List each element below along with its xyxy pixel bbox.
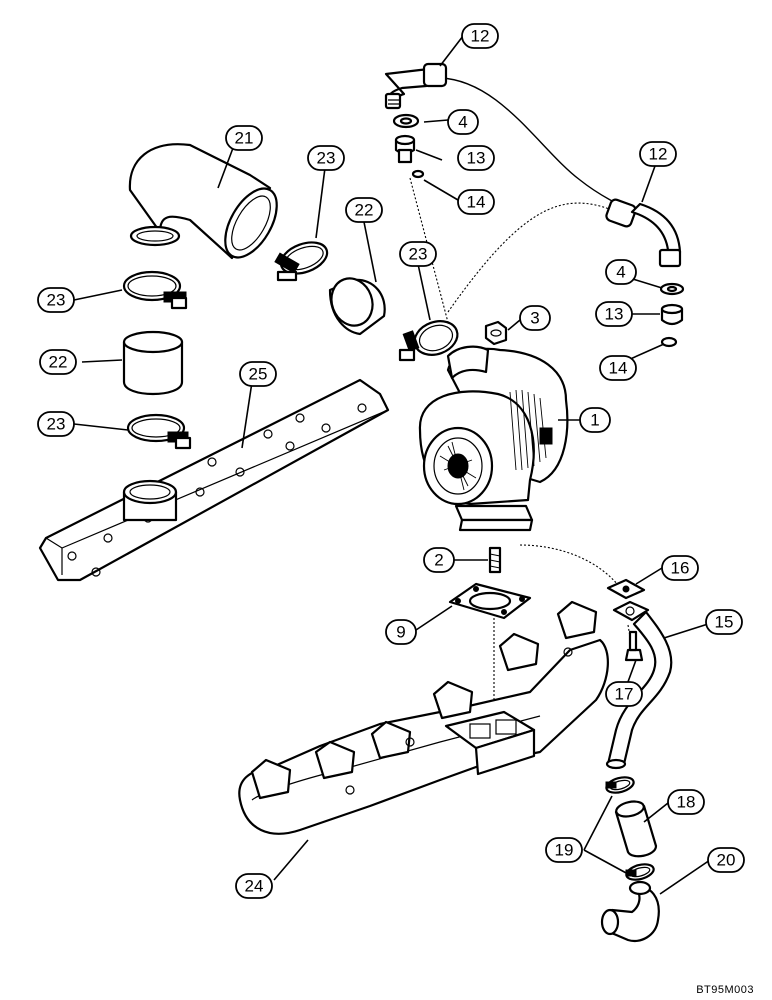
callout-18: 18 [667, 789, 705, 815]
assembly-center-lines [409, 177, 633, 712]
svg-text:3: 3 [530, 309, 539, 328]
hose-clamp-upper [274, 241, 329, 282]
svg-text:16: 16 [671, 559, 690, 578]
drain-hose-part [614, 800, 658, 858]
callout-23-upper: 23 [307, 145, 345, 171]
bolt-part [624, 630, 644, 662]
callout-23-left-top: 23 [37, 287, 75, 313]
svg-text:4: 4 [616, 263, 625, 282]
callout-14-upper: 14 [457, 189, 495, 215]
hose-clamp-left-top [122, 270, 188, 310]
callout-4-upper: 4 [447, 109, 479, 135]
svg-text:20: 20 [717, 851, 736, 870]
callout-19: 19 [545, 837, 583, 863]
svg-text:24: 24 [245, 877, 264, 896]
svg-text:19: 19 [555, 841, 574, 860]
svg-text:14: 14 [467, 193, 486, 212]
callout-13-upper: 13 [457, 145, 495, 171]
svg-text:22: 22 [355, 201, 374, 220]
callout-4-lower: 4 [605, 259, 637, 285]
rubber-hose-upper [328, 277, 386, 336]
callout-20: 20 [707, 847, 745, 873]
svg-text:14: 14 [609, 359, 628, 378]
upper-fitting-set [392, 113, 425, 179]
exhaust-manifold-part [238, 600, 609, 835]
callout-23-left-bottom: 23 [37, 411, 75, 437]
hose-clamp-left-bottom [126, 413, 192, 450]
drain-elbow-part [600, 880, 660, 943]
svg-text:13: 13 [467, 149, 486, 168]
svg-text:23: 23 [409, 245, 428, 264]
cover-bolt-holes [67, 403, 367, 577]
figure-code-label: BT95M003 [696, 984, 754, 996]
callout-16: 16 [661, 555, 699, 581]
svg-text:12: 12 [471, 27, 490, 46]
drain-tube-part [605, 610, 673, 770]
svg-text:22: 22 [49, 353, 68, 372]
hose-clamp-inlet [398, 320, 459, 362]
callout-22-left: 22 [39, 349, 77, 375]
svg-text:18: 18 [677, 793, 696, 812]
svg-text:2: 2 [434, 551, 443, 570]
rubber-hose-left [122, 330, 184, 396]
oil-supply-line-lower-end [605, 198, 682, 268]
turbocharger-part [418, 345, 569, 532]
intake-cover-plate-part [38, 378, 390, 582]
callout-22-upper: 22 [345, 197, 383, 223]
oil-supply-line-part [384, 62, 621, 207]
elbow-pipe-part [128, 143, 278, 260]
svg-text:25: 25 [249, 365, 268, 384]
svg-text:1: 1 [590, 411, 599, 430]
callout-13-lower: 13 [595, 301, 633, 327]
svg-text:23: 23 [47, 291, 66, 310]
svg-text:21: 21 [235, 129, 254, 148]
manifold-port-flanges [250, 600, 598, 800]
callout-21: 21 [225, 125, 263, 151]
gasket-part [448, 582, 532, 620]
callout-14-lower: 14 [599, 355, 637, 381]
callout-15: 15 [705, 609, 743, 635]
svg-text:23: 23 [47, 415, 66, 434]
callout-24: 24 [235, 873, 273, 899]
callout-2: 2 [423, 547, 455, 573]
callout-12-top: 12 [461, 23, 499, 49]
callout-9: 9 [385, 619, 417, 645]
lower-fitting-set [659, 282, 685, 348]
svg-text:12: 12 [649, 145, 668, 164]
svg-text:17: 17 [615, 685, 634, 704]
stud-part [488, 546, 502, 574]
callout-23-middle: 23 [399, 241, 437, 267]
callout-17: 17 [605, 681, 643, 707]
callout-bubbles: 12 21 23 4 13 22 14 12 23 4 23 3 13 22 1… [37, 23, 745, 899]
drain-hose-clamps [605, 776, 655, 881]
svg-text:13: 13 [605, 305, 624, 324]
drain-flange-gasket-part [606, 578, 650, 622]
svg-text:15: 15 [715, 613, 734, 632]
svg-text:9: 9 [396, 623, 405, 642]
callout-3: 3 [519, 305, 551, 331]
callout-1: 1 [579, 407, 611, 433]
nut-part [484, 320, 508, 346]
callout-25: 25 [239, 361, 277, 387]
svg-text:23: 23 [317, 149, 336, 168]
callout-12-right: 12 [639, 141, 677, 167]
turbo-center-fins [509, 389, 547, 471]
svg-text:4: 4 [458, 113, 467, 132]
